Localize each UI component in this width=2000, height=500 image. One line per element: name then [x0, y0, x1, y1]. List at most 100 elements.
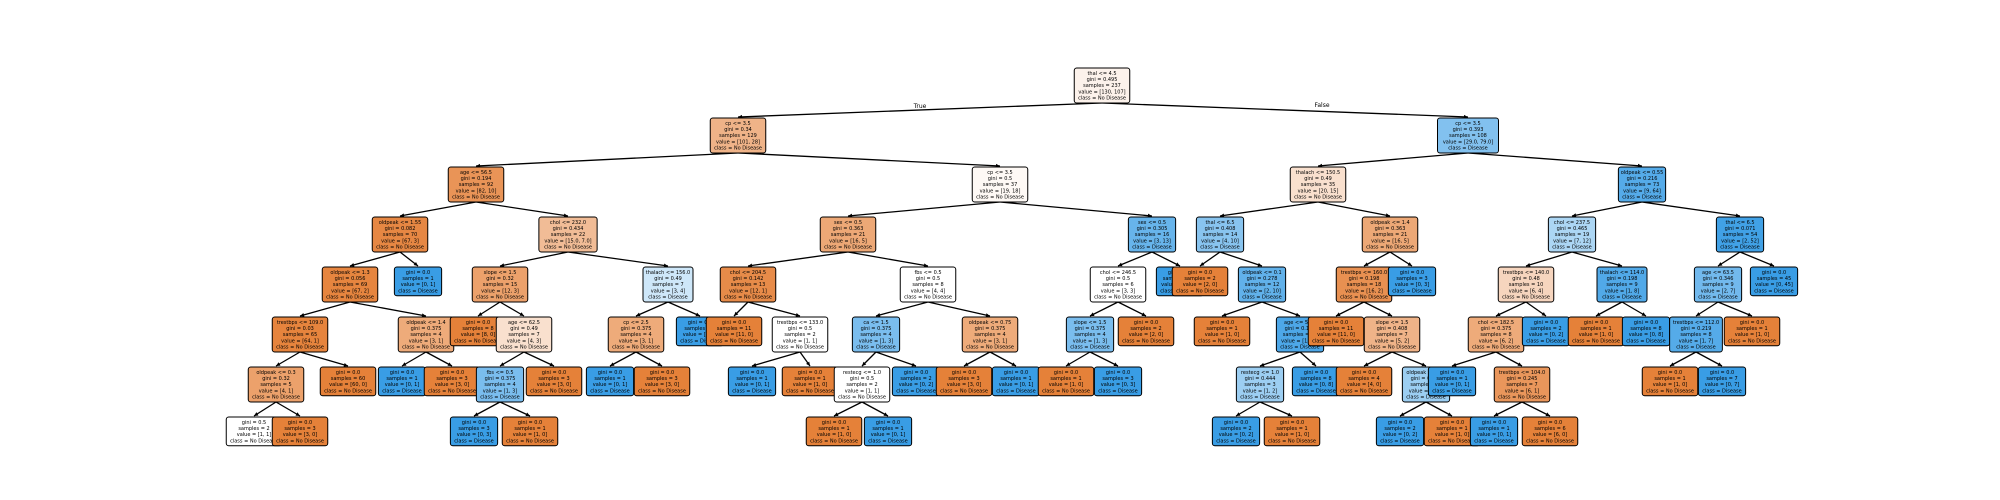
node-box [642, 266, 694, 303]
node-line: value = [1, 0] [1049, 382, 1084, 388]
node-line: gini = 0.375 [861, 326, 892, 332]
node-line: samples = 8 [1300, 376, 1331, 382]
node-line: value = [4, 0] [1347, 382, 1382, 388]
node-line: gini = 0.0 [740, 370, 764, 376]
node-line: age <= 59.5 [1284, 320, 1316, 326]
node-line: gini = 0.375 [975, 326, 1006, 332]
node-line: samples = 3 [1410, 382, 1441, 388]
node-line: gini = 0.0 [1388, 420, 1412, 426]
node-line: samples = 1 [1436, 376, 1467, 382]
arrowhead-79-81 [1641, 312, 1646, 316]
edge-36-37 [833, 401, 863, 417]
node-line: samples = 8 [1480, 332, 1511, 338]
node-line: samples = 4 [410, 332, 441, 338]
node-line: value = [1, 3] [483, 388, 518, 394]
edge-83-87 [1717, 301, 1753, 317]
node-line: value = [3, 0] [947, 382, 982, 388]
node-line: class = Disease [590, 388, 629, 394]
arrowhead-35-39 [911, 362, 916, 367]
arrowhead-4-5 [300, 313, 305, 317]
edge-4-5 [299, 301, 351, 317]
node-box [1521, 416, 1579, 447]
node-line: value = [67, 2] [331, 288, 369, 294]
node-line: samples = 4 [1348, 376, 1379, 382]
arrowhead-2-3 [400, 213, 405, 218]
node-line: gini = 0.375 [1481, 326, 1512, 332]
node-line: class = No Disease [904, 295, 952, 301]
node-line: gini = 0.0 [288, 420, 312, 426]
edge-0-1 [737, 102, 1103, 118]
node-line: value = [5, 2] [1375, 338, 1410, 344]
edge-71-72 [1525, 251, 1573, 267]
edge-64-65 [1363, 351, 1393, 367]
edge-36-38 [861, 401, 889, 417]
node-line: samples = 6 [1534, 426, 1565, 432]
node-line: value = [82, 10] [456, 188, 497, 194]
edge-3-4 [349, 251, 401, 267]
node-line: value = [2, 7] [1701, 288, 1736, 294]
node-line: value = [3, 1] [409, 338, 444, 344]
node-box [1387, 266, 1437, 297]
node-line: class = No Disease [376, 245, 424, 251]
node-line: value = [11, 0] [1317, 332, 1355, 338]
edge-62-63 [1335, 301, 1365, 317]
node-line: class = Disease [1296, 388, 1335, 394]
node-box [247, 366, 305, 403]
node-line: samples = 1 [1206, 326, 1237, 332]
node-line: class = No Disease [500, 345, 548, 351]
arrowhead-10-12 [447, 362, 452, 366]
arrowhead-70-71 [1572, 213, 1577, 218]
node-line: class = No Disease [714, 146, 762, 152]
node-line: samples = 4 [484, 382, 515, 388]
node-line: gini = 0.0 [650, 370, 674, 376]
node-line: value = [0, 7] [1705, 382, 1740, 388]
edge-75-76 [1493, 401, 1523, 417]
edge-40-41 [963, 351, 991, 367]
node-line: value = [0, 8] [1299, 382, 1334, 388]
node-line: class = No Disease [454, 338, 502, 344]
arrowhead-34-35 [876, 313, 881, 317]
node-box [1437, 117, 1499, 154]
node-line: samples = 16 [1135, 232, 1170, 238]
node-box [271, 316, 329, 353]
edge-61-69 [1389, 251, 1413, 267]
node-line: samples = 3 [458, 426, 489, 432]
node-line: value = [3, 0] [435, 382, 470, 388]
node-line: samples = 2 [900, 376, 931, 382]
node-line: value = [0, 8] [1629, 332, 1664, 338]
edge-6-8 [275, 401, 301, 417]
node-line: gini = 0.082 [385, 226, 416, 232]
node-line: class = Disease [1676, 345, 1715, 351]
node-line: value = [8, 0] [461, 332, 496, 338]
node-line: value = [3, 3] [1101, 288, 1136, 294]
edge-56-57 [1259, 351, 1301, 367]
node-line: samples = 11 [1319, 326, 1354, 332]
node-line: slope <= 1.5 [484, 270, 517, 276]
node-box [1211, 416, 1261, 447]
arrowhead-23-25 [657, 362, 662, 366]
arrowhead-3-4 [350, 263, 355, 267]
node-line: fbs <= 0.5 [914, 270, 941, 276]
node-line: class = No Disease [1526, 438, 1574, 444]
node-line: value = [12, 3] [481, 288, 519, 294]
node-line: samples = 1 [794, 376, 825, 382]
node-line: value = [6, 4] [1509, 288, 1544, 294]
node-line: gini = 0.408 [1205, 226, 1236, 232]
arrowhead-31-32 [752, 362, 757, 367]
edge-17-21 [523, 351, 555, 367]
node-line: value = [1, 3] [1073, 338, 1108, 344]
node-line: class = Disease [454, 438, 493, 444]
node-line: gini = 0.0 [390, 370, 414, 376]
node-line: class = Disease [1070, 345, 1109, 351]
node-line: class = Disease [1552, 245, 1591, 251]
